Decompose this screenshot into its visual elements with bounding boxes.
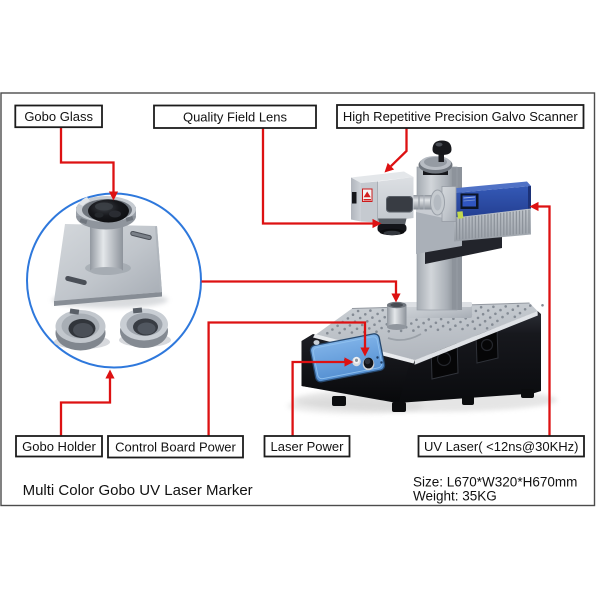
svg-text:Control Board Power: Control Board Power (115, 439, 236, 454)
svg-text:Laser Power: Laser Power (271, 439, 345, 454)
svg-text:Weight: 35KG: Weight: 35KG (413, 489, 497, 504)
svg-text:High Repetitive Precision Galv: High Repetitive Precision Galvo Scanner (343, 109, 579, 124)
svg-text:Gobo Holder: Gobo Holder (22, 439, 96, 454)
svg-text:Gobo Glass: Gobo Glass (24, 109, 93, 124)
svg-text:Quality Field Lens: Quality Field Lens (183, 109, 288, 124)
svg-text:UV Laser( <12ns@30KHz): UV Laser( <12ns@30KHz) (424, 439, 578, 454)
svg-text:Multi Color Gobo UV Laser Mark: Multi Color Gobo UV Laser Marker (23, 482, 253, 499)
svg-text:Size: L670*W320*H670mm: Size: L670*W320*H670mm (413, 475, 577, 490)
